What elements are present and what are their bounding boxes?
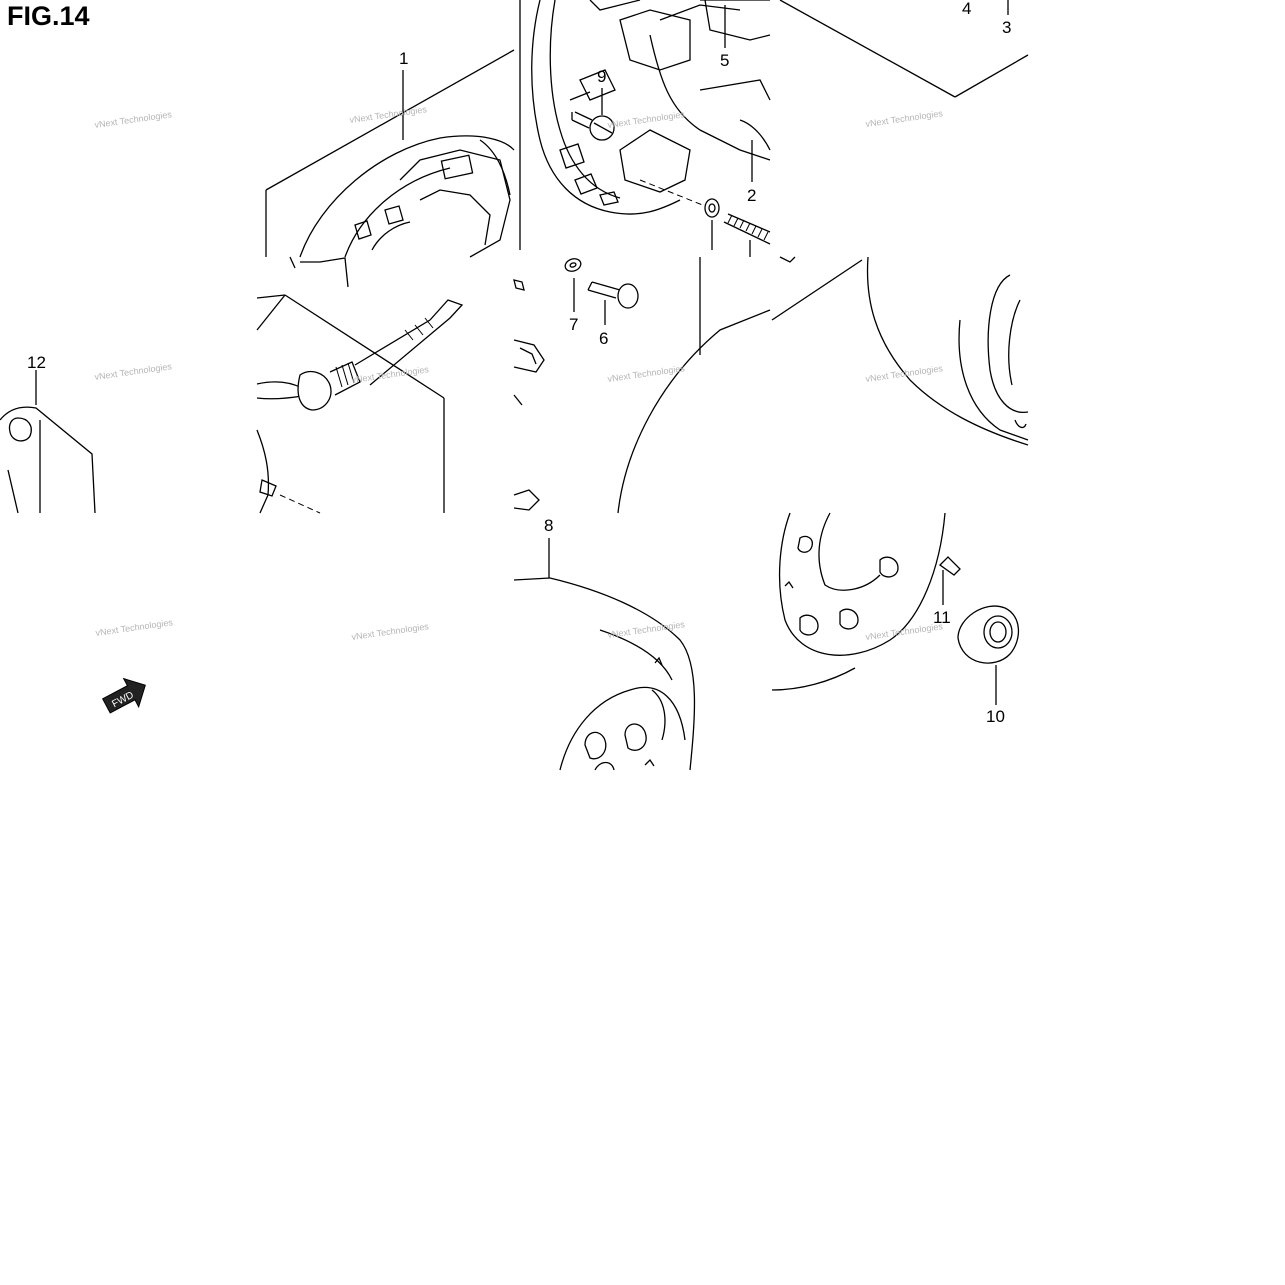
watermark: vNext Technologies bbox=[607, 619, 686, 640]
part-3-4-cover bbox=[779, 0, 1029, 98]
callout-7: 7 bbox=[569, 315, 578, 334]
part-sensor-wiring bbox=[256, 294, 464, 514]
watermark: vNext Technologies bbox=[607, 109, 686, 130]
part-1-stator-plate bbox=[265, 0, 521, 288]
callout-10: 10 bbox=[986, 707, 1005, 726]
watermark: vNext Technologies bbox=[865, 108, 944, 129]
part-10-11-nut-key bbox=[771, 512, 1020, 705]
callout-5: 5 bbox=[720, 51, 729, 70]
watermark: vNext Technologies bbox=[94, 109, 173, 130]
watermark: vNext Technologies bbox=[865, 621, 944, 642]
watermark: vNext Technologies bbox=[95, 617, 174, 638]
watermark: vNext Technologies bbox=[351, 621, 430, 642]
callout-3: 3 bbox=[1002, 18, 1011, 37]
callout-6: 6 bbox=[599, 329, 608, 348]
callout-4: 4 bbox=[962, 0, 971, 18]
part-6-7-bolt-washer bbox=[513, 258, 639, 511]
callout-1: 1 bbox=[399, 49, 408, 68]
callout-12: 12 bbox=[27, 353, 46, 372]
part-flywheel-arc bbox=[617, 259, 863, 514]
part-8-rotor bbox=[513, 538, 696, 771]
callout-9: 9 bbox=[597, 67, 606, 86]
callout-11: 11 bbox=[933, 608, 951, 627]
part-rotor-side bbox=[866, 256, 1029, 446]
watermarks: vNext Technologies vNext Technologies vN… bbox=[94, 104, 944, 642]
fwd-arrow-icon: FWD bbox=[102, 677, 146, 714]
watermark: vNext Technologies bbox=[865, 363, 944, 384]
watermark: vNext Technologies bbox=[94, 361, 173, 382]
watermark: vNext Technologies bbox=[349, 104, 428, 125]
part-2-starter-motor bbox=[531, 0, 1009, 355]
callout-2: 2 bbox=[747, 186, 756, 205]
figure-title: FIG.14 bbox=[7, 1, 90, 31]
part-12-bracket bbox=[0, 370, 96, 514]
callout-8: 8 bbox=[544, 516, 553, 535]
watermark: vNext Technologies bbox=[607, 363, 686, 384]
